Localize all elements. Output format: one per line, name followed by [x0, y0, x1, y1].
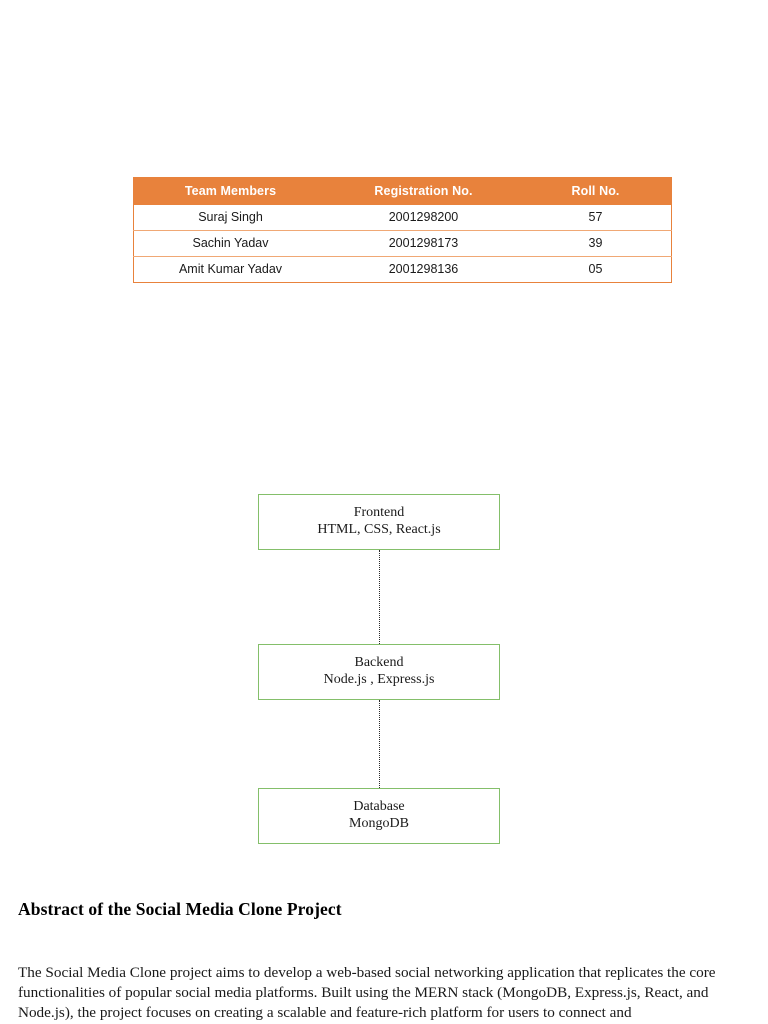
diagram-box-backend-title: Backend [354, 655, 404, 671]
cell-roll-no: 39 [520, 230, 672, 257]
column-header-team-members: Team Members [133, 177, 327, 205]
cell-registration-no: 2001298136 [327, 256, 520, 283]
team-members-table-container: Team Members Registration No. Roll No. S… [133, 177, 672, 283]
diagram-box-database: Database MongoDB [258, 788, 500, 845]
diagram-box-frontend-title: Frontend [353, 505, 405, 520]
table-body: Suraj Singh 2001298200 57 Sachin Yadav 2… [133, 205, 672, 283]
diagram-connector-backend-database [258, 700, 500, 789]
team-members-table: Team Members Registration No. Roll No. S… [133, 177, 672, 283]
table-header-row: Team Members Registration No. Roll No. [133, 177, 672, 205]
cell-roll-no: 57 [520, 205, 672, 231]
diagram-box-frontend: Frontend HTML, CSS, React.js [258, 494, 500, 551]
diagram-box-backend: Backend Node.js , Express.js [258, 644, 500, 701]
diagram-box-frontend-subtitle: HTML, CSS, React.js [317, 522, 441, 538]
table-header: Team Members Registration No. Roll No. [133, 177, 672, 205]
cell-team-member-name: Sachin Yadav [133, 230, 327, 257]
table-row: Sachin Yadav 2001298173 39 [133, 230, 672, 257]
dotted-line [378, 700, 380, 789]
column-header-roll-no: Roll No. [520, 177, 672, 205]
cell-registration-no: 2001298173 [327, 230, 520, 257]
abstract-heading: Abstract of the Social Media Clone Proje… [18, 899, 342, 919]
diagram-box-backend-subtitle: Node.js , Express.js [323, 672, 435, 688]
column-header-registration-no: Registration No. [327, 177, 520, 205]
cell-registration-no: 2001298200 [327, 205, 520, 231]
diagram-box-database-title: Database [353, 799, 405, 815]
cell-team-member-name: Amit Kumar Yadav [133, 256, 327, 283]
abstract-body-text: The Social Media Clone project aims to d… [18, 964, 716, 1022]
cell-team-member-name: Suraj Singh [133, 205, 327, 231]
architecture-stack-diagram: Frontend HTML, CSS, React.js Backend Nod… [258, 494, 500, 845]
table-row: Suraj Singh 2001298200 57 [133, 205, 672, 231]
table-row: Amit Kumar Yadav 2001298136 05 [133, 256, 672, 283]
cell-roll-no: 05 [520, 256, 672, 283]
diagram-connector-frontend-backend [258, 550, 500, 645]
diagram-box-database-subtitle: MongoDB [349, 816, 409, 832]
dotted-line [378, 550, 380, 645]
